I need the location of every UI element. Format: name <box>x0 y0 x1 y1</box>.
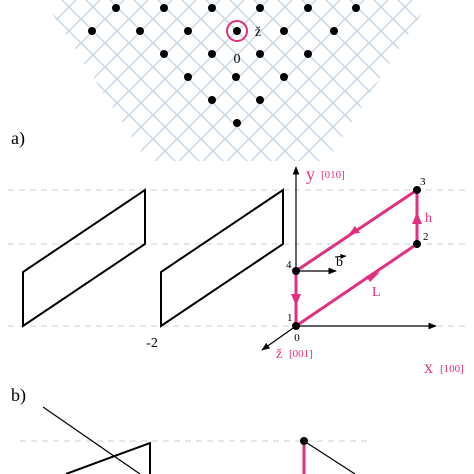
lattice-point <box>112 4 120 12</box>
lattice-line <box>37 0 366 161</box>
panel-b-triangle <box>65 441 151 474</box>
lattice-point <box>304 50 312 58</box>
corner-label-4: 4 <box>286 259 292 271</box>
lattice-points <box>88 4 360 127</box>
lattice-line <box>108 0 437 161</box>
lattice-line <box>228 0 437 161</box>
y-axis-letter: y <box>306 164 315 184</box>
path-label-h: h <box>425 211 432 226</box>
corner-point-4 <box>292 267 300 275</box>
panel-b-diagonal-left <box>42 406 141 474</box>
lattice-point <box>208 96 216 104</box>
lattice-line <box>204 0 437 161</box>
z-axis-symbol: ž <box>255 25 261 40</box>
arrow-top <box>349 226 360 234</box>
lattice-line <box>37 0 246 161</box>
panel-b-label: b) <box>11 385 26 406</box>
panel-b-diagonal-right <box>303 440 356 474</box>
lattice-line <box>37 0 414 161</box>
lattice-point <box>88 27 96 35</box>
lattice-line <box>37 0 390 161</box>
lattice-point <box>280 27 288 35</box>
z-axis-index: [001] <box>289 348 313 360</box>
lattice-line <box>37 0 342 161</box>
lattice-point <box>256 4 264 12</box>
parallelogram-1 <box>22 188 146 328</box>
lattice-line <box>156 0 437 161</box>
corner-label-1: 1 <box>287 312 293 324</box>
z-axis <box>261 325 297 351</box>
lattice-line <box>37 0 246 161</box>
arrow-L <box>366 272 380 282</box>
lattice-point <box>208 4 216 12</box>
z-axis-letter: ž <box>276 347 282 362</box>
panel-b-point <box>300 437 308 445</box>
lattice-line <box>228 0 437 161</box>
corner-point-1 <box>292 322 300 330</box>
lattice-line <box>108 0 437 161</box>
corner-point-2 <box>413 240 421 248</box>
arrow-down <box>291 294 301 306</box>
lattice-point <box>304 4 312 12</box>
lattice-point <box>233 27 241 35</box>
lattice-point <box>256 50 264 58</box>
origin-label: 0 <box>234 52 241 67</box>
corner-label-3: 3 <box>420 176 426 188</box>
lattice-line <box>37 0 318 161</box>
lattice-point <box>256 96 264 104</box>
lattice-point <box>160 4 168 12</box>
lattice-point <box>352 4 360 12</box>
lattice-line <box>60 0 437 161</box>
path-label-L: L <box>372 285 381 300</box>
lattice-point <box>136 27 144 35</box>
lattice-point <box>280 73 288 81</box>
parallelogram-2 <box>160 188 284 328</box>
panel-a-label: a) <box>11 128 25 149</box>
corner-point-3 <box>413 186 421 194</box>
lattice-line <box>37 0 342 161</box>
lattice-point <box>233 119 241 127</box>
lattice-line <box>180 0 437 161</box>
lattice-point <box>330 27 338 35</box>
x-axis-index: [100] <box>440 363 464 375</box>
arrow-h <box>412 212 422 224</box>
lattice-line <box>37 0 318 161</box>
b-vector-label: b <box>336 255 343 270</box>
lattice-line <box>37 0 390 161</box>
lattice-point <box>232 73 240 81</box>
lattice-point <box>160 50 168 58</box>
origin-highlight-ring <box>226 20 248 42</box>
lattice-line <box>37 0 270 161</box>
lattice-line <box>132 0 437 161</box>
x-axis-letter: x <box>424 357 433 377</box>
lattice-point <box>184 27 192 35</box>
lattice-point <box>184 73 192 81</box>
lattice-point <box>208 50 216 58</box>
circuit-path <box>294 188 419 328</box>
burgers-circuit <box>291 188 422 328</box>
y-axis-index: [010] <box>321 169 345 181</box>
b-vector-label-arrow <box>334 254 347 260</box>
lattice-line <box>37 0 366 161</box>
lattice-line <box>156 0 437 161</box>
corner-label-2: 2 <box>423 231 429 243</box>
x-position-label: -2 <box>146 336 158 351</box>
origin-corner-label: 0 <box>294 332 300 344</box>
lattice-line <box>132 0 437 161</box>
